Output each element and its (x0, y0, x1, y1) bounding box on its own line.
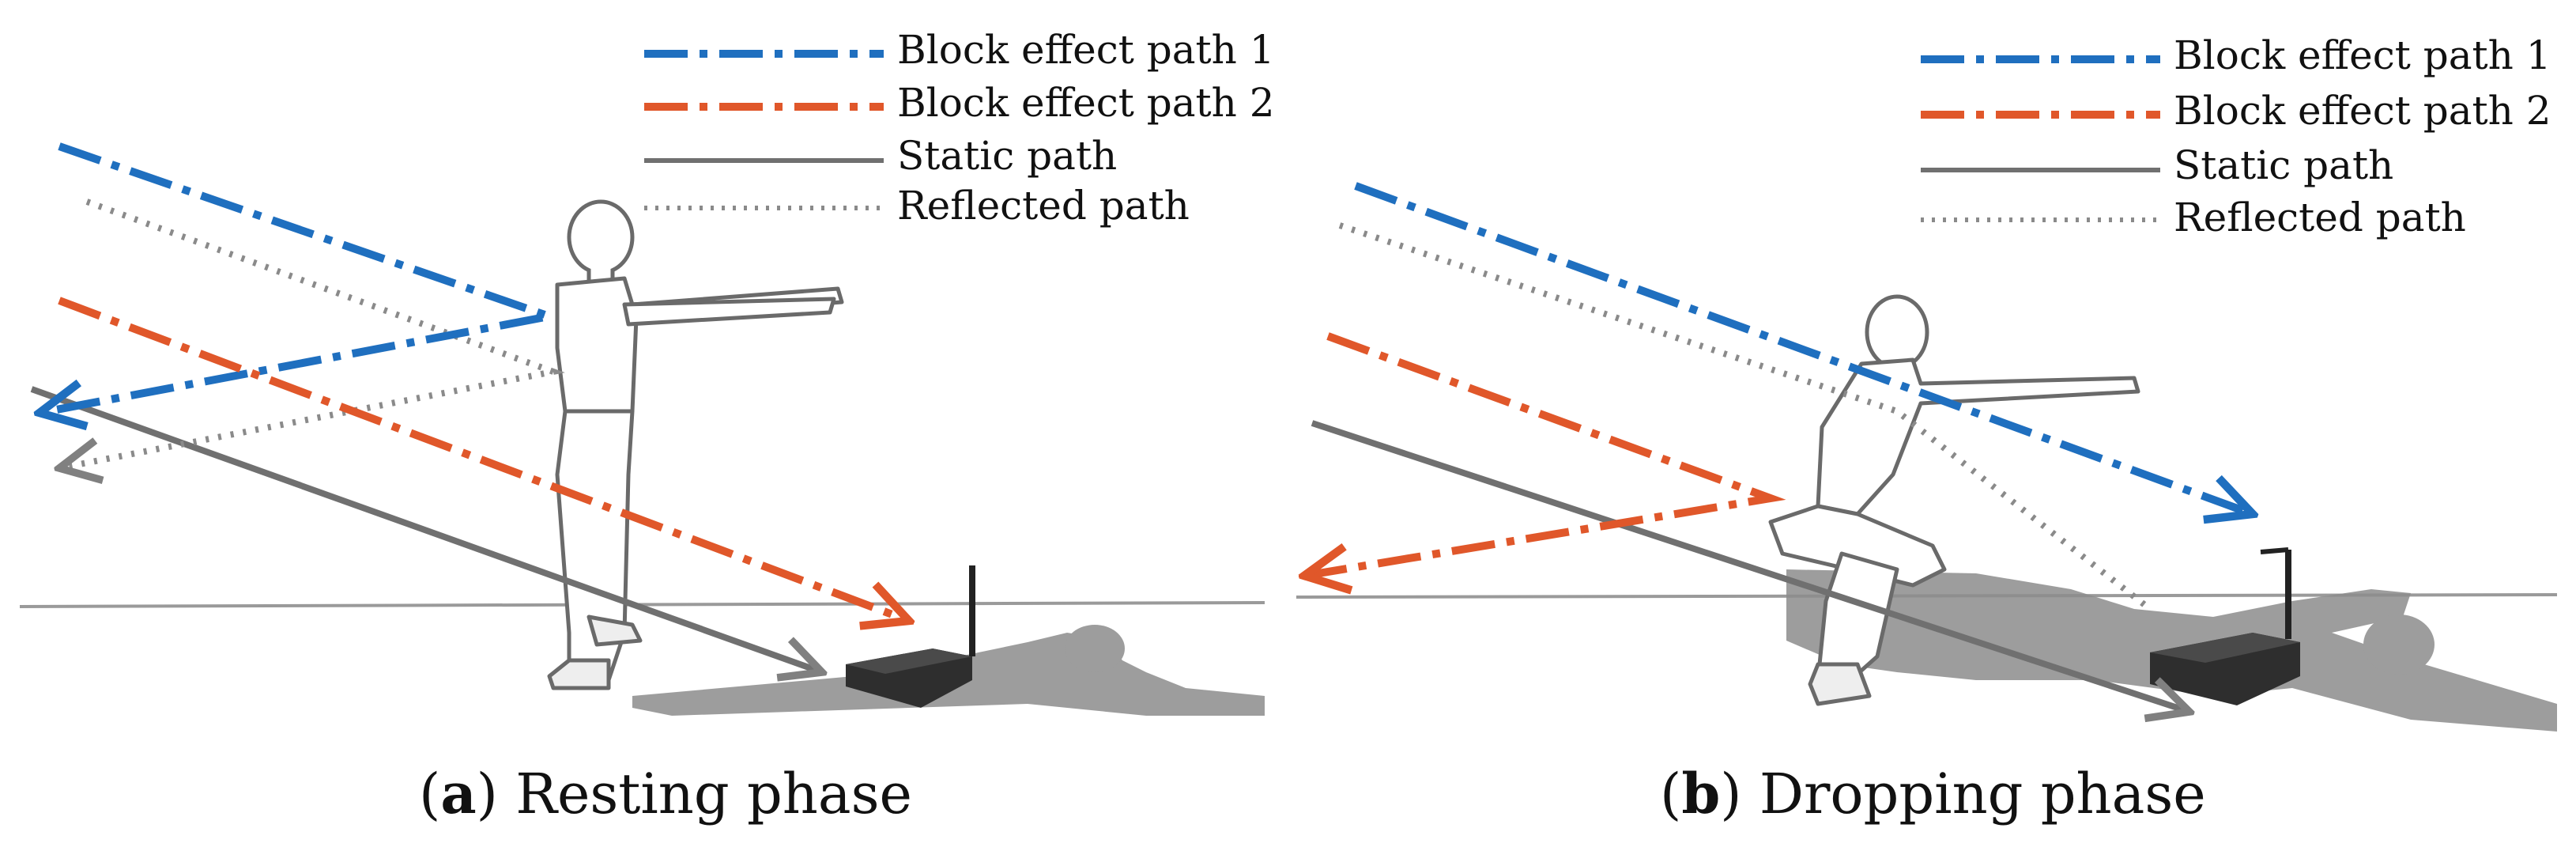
caption-a-title: Resting phase (515, 762, 912, 826)
legend-label-block2: Block effect path 2 (2174, 88, 2551, 134)
person-standing-icon (547, 199, 844, 690)
static-path-a (30, 386, 822, 672)
caption-b-title: Dropping phase (1759, 762, 2206, 826)
legend-label-block1: Block effect path 1 (2174, 32, 2551, 78)
legend-label-reflected: Reflected path (897, 183, 1190, 229)
block-path-1-a (40, 142, 565, 413)
static-path-b (1311, 420, 2189, 712)
legend-label-static: Static path (2174, 142, 2393, 188)
legend-label-block1: Block effect path 1 (897, 27, 1275, 73)
person-squatting-icon (1768, 294, 2140, 706)
legend-a: Block effect path 1 Block effect path 2 … (644, 27, 1275, 229)
block-path-1-b (1354, 182, 2253, 514)
block-path-2-b (1304, 332, 1786, 576)
block-path-2-a (58, 297, 909, 621)
panel-a: Block effect path 1 Block effect path 2 … (19, 27, 1275, 826)
legend-label-reflected: Reflected path (2174, 195, 2466, 240)
legend-label-static: Static path (897, 133, 1117, 179)
caption-b-letter: b (1681, 761, 1720, 826)
caption-a: (a) Resting phase (419, 761, 912, 826)
caption-a-letter: a (440, 761, 476, 826)
caption-b: (b) Dropping phase (1660, 761, 2206, 826)
legend-b: Block effect path 1 Block effect path 2 … (1921, 32, 2551, 240)
legend-label-block2: Block effect path 2 (897, 80, 1275, 126)
reflected-path-a (59, 199, 565, 468)
panel-b: Block effect path 1 Block effect path 2 … (1296, 32, 2558, 826)
router-icon (846, 565, 975, 708)
